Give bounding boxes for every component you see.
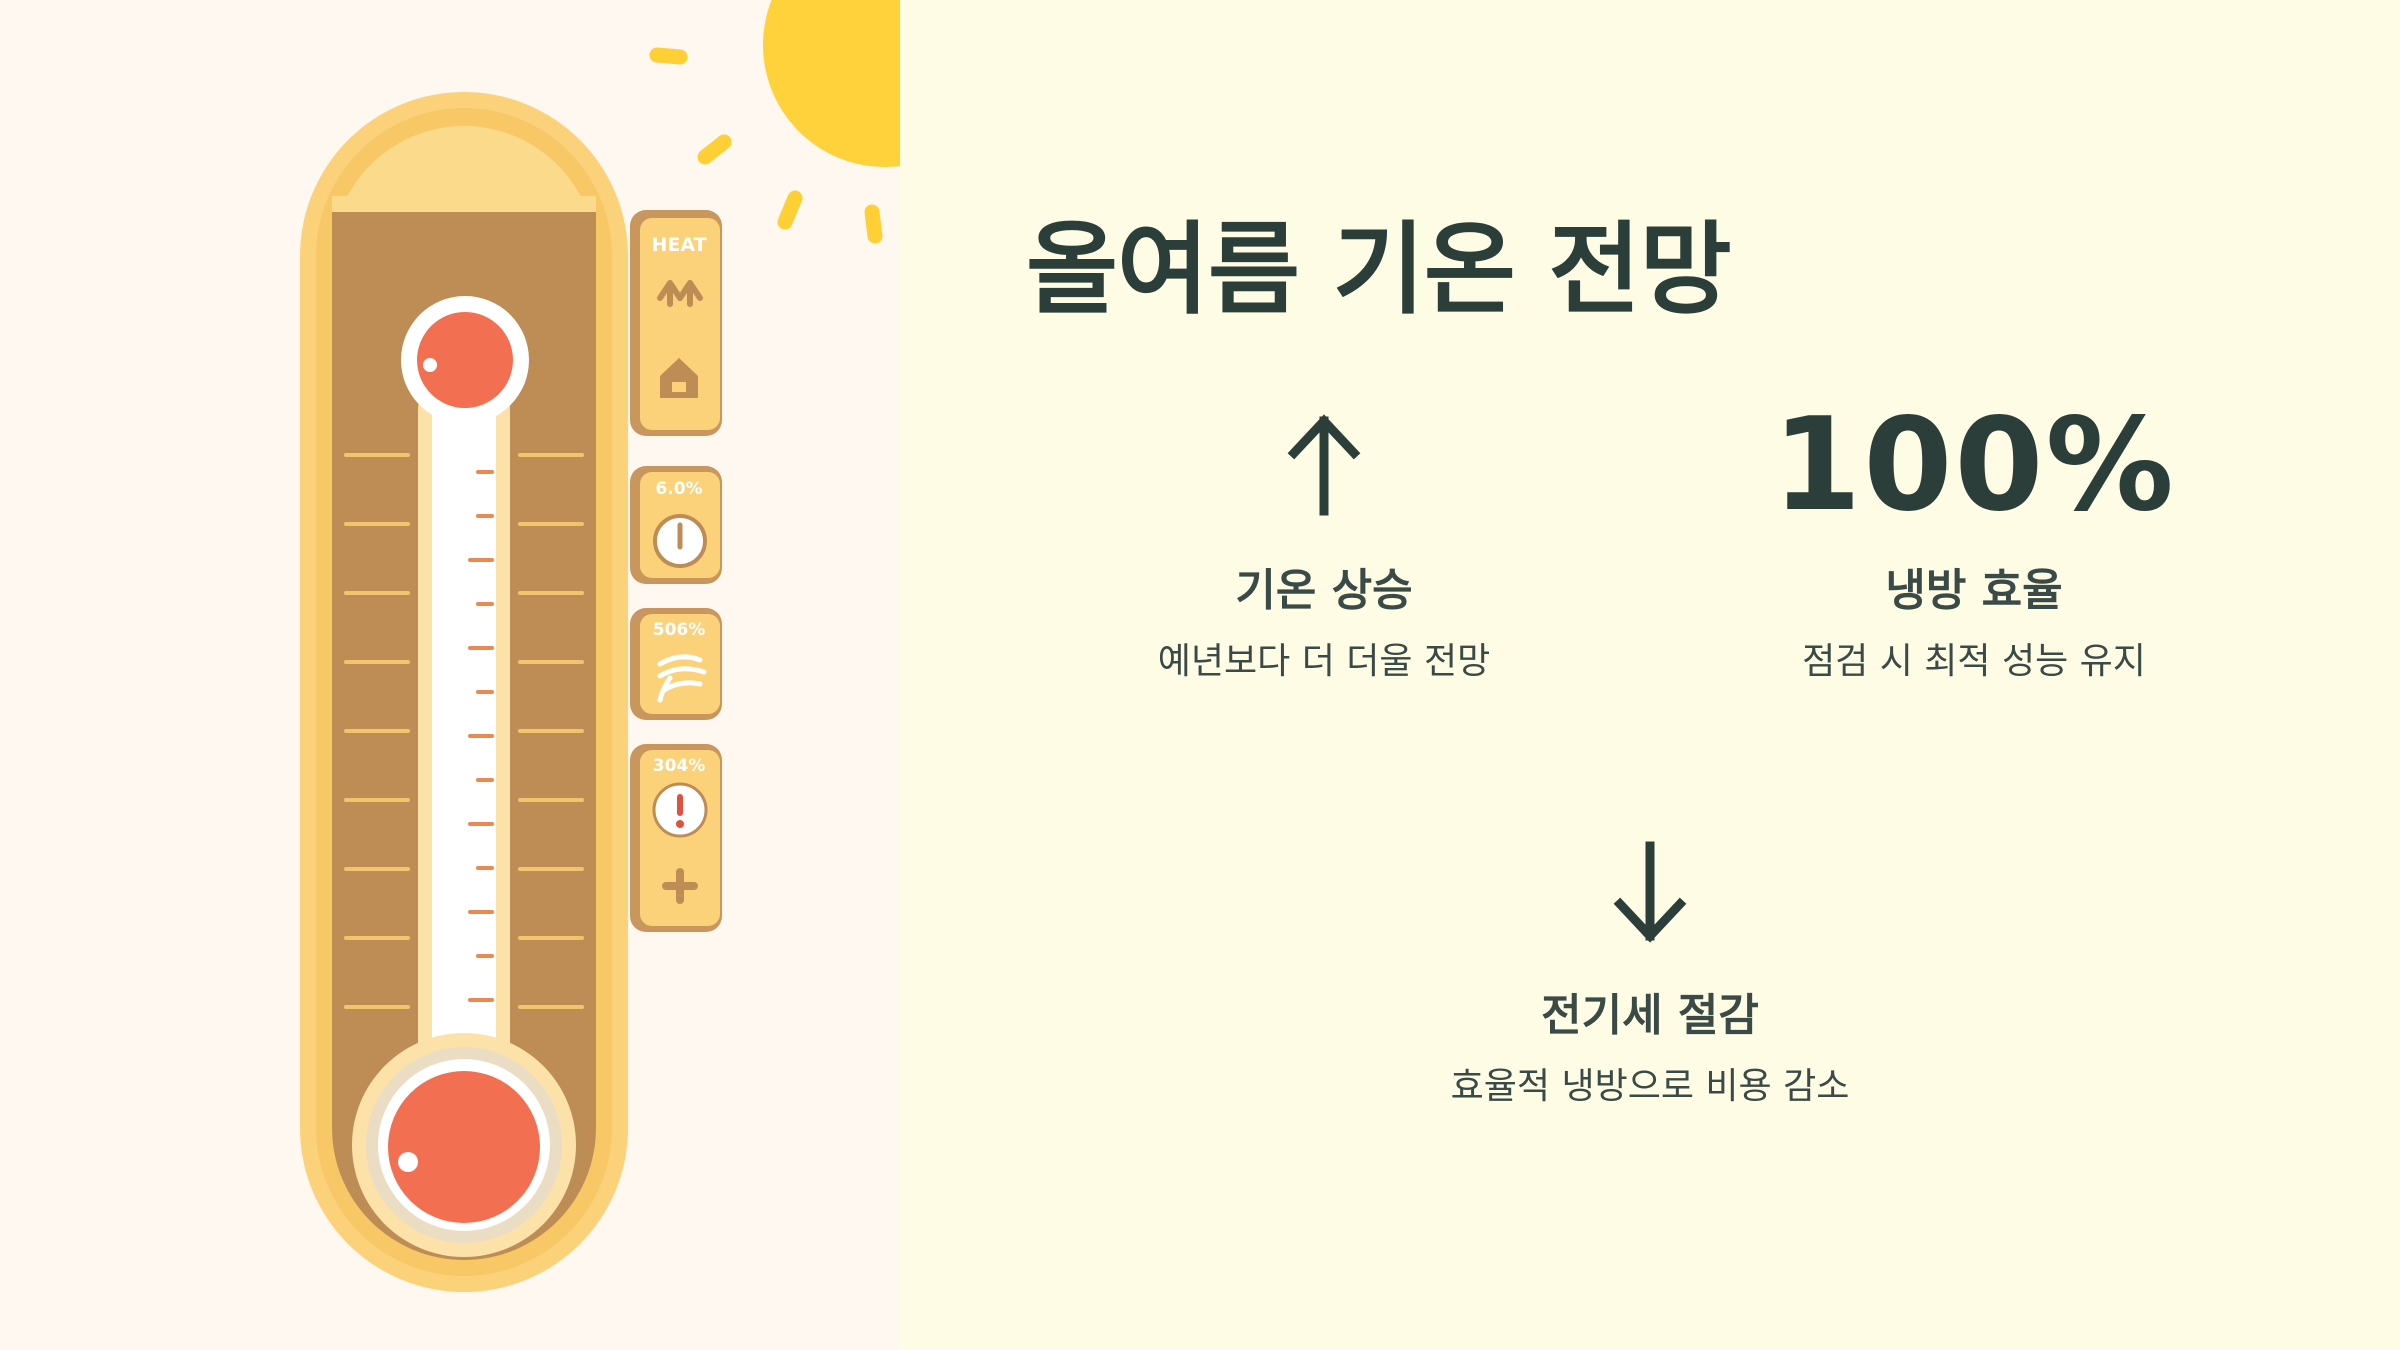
down-arrow-icon [1370,816,1930,966]
stat-label: 냉방 효율 [1885,565,2063,616]
svg-text:HEAT: HEAT [651,234,706,256]
stat-label: 기온 상승 [1235,565,1413,616]
wind-panel: 506% [630,608,722,720]
stat-cooling-efficiency: 100% 냉방 효율 점검 시 최적 성능 유지 [1694,391,2254,685]
heat-panel: HEAT [630,210,722,436]
stat-description: 예년보다 더 더울 전망 [1157,641,1491,682]
thermometer-illustration: HEAT 6.0% 506% [0,0,900,1350]
sun-icon [649,0,900,244]
svg-text:506%: 506% [653,620,706,640]
svg-text:6.0%: 6.0% [655,479,702,499]
stat-value: 100% [1772,391,2176,540]
up-arrows-icon [657,280,703,307]
alert-icon [652,782,708,838]
wind-icon [657,654,707,703]
plus-icon [662,868,698,904]
alert-panel: 304% [630,744,722,932]
svg-text:304%: 304% [653,756,706,776]
stat-electricity-saving: 전기세 절감 효율적 냉방으로 비용 감소 [1370,816,1930,1110]
gauge-panel: 6.0% [630,466,722,584]
thermometer-icon [300,92,628,1292]
slide-title: 올여름 기온 전망 [1026,211,1732,328]
up-arrow-icon [1044,391,1604,541]
stat-description: 효율적 냉방으로 비용 감소 [1450,1066,1850,1107]
house-icon [660,358,698,398]
gauge-icon [653,514,707,568]
stat-temperature-rise: 기온 상승 예년보다 더 더울 전망 [1044,391,1604,685]
stat-label: 전기세 절감 [1541,990,1759,1041]
stat-description: 점검 시 최적 성능 유지 [1802,641,2146,682]
